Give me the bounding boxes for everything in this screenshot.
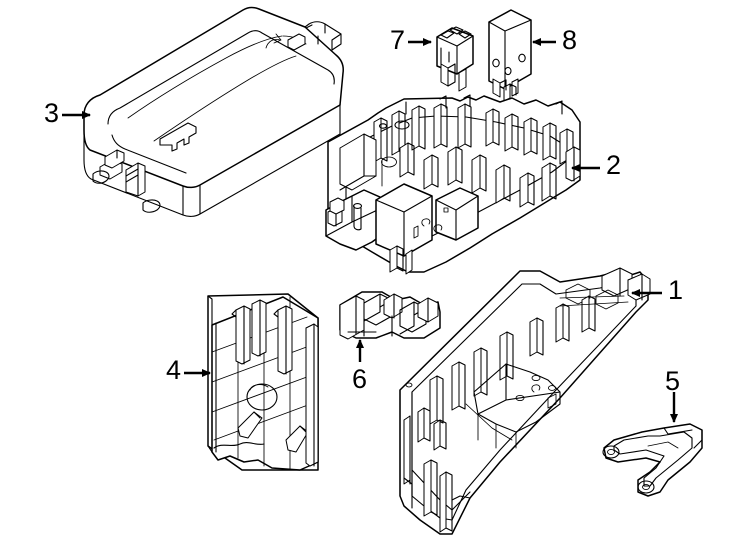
part-7-blade-fuse[interactable] [436,26,474,92]
part-5-retaining-strap-bracket[interactable] [602,423,703,497]
part-8-relay[interactable] [488,9,532,102]
callout-number-3: 3 [44,98,60,128]
callout-number-1: 1 [668,275,684,305]
callout-number-8: 8 [562,25,578,55]
callout-number-6: 6 [352,364,368,394]
housing-interior-ribs [429,295,596,425]
part-2-fuse-relay-block[interactable] [325,94,581,275]
fuse-block-dividers-mid [485,108,574,165]
callout-number-2: 2 [606,150,622,180]
callout-number-5: 5 [665,366,681,396]
part-1-fuse-box-lower-housing[interactable] [399,267,651,535]
callout-leaders [62,38,678,423]
callout-number-7: 7 [390,25,406,55]
part-4-mounting-bracket-panel[interactable] [207,293,319,471]
callout-number-4: 4 [166,355,182,385]
fuse-block-pillars-front [399,142,557,208]
part-3-fuse-box-cover[interactable] [83,6,344,217]
part-6-connector-retainer-block[interactable] [339,291,441,340]
